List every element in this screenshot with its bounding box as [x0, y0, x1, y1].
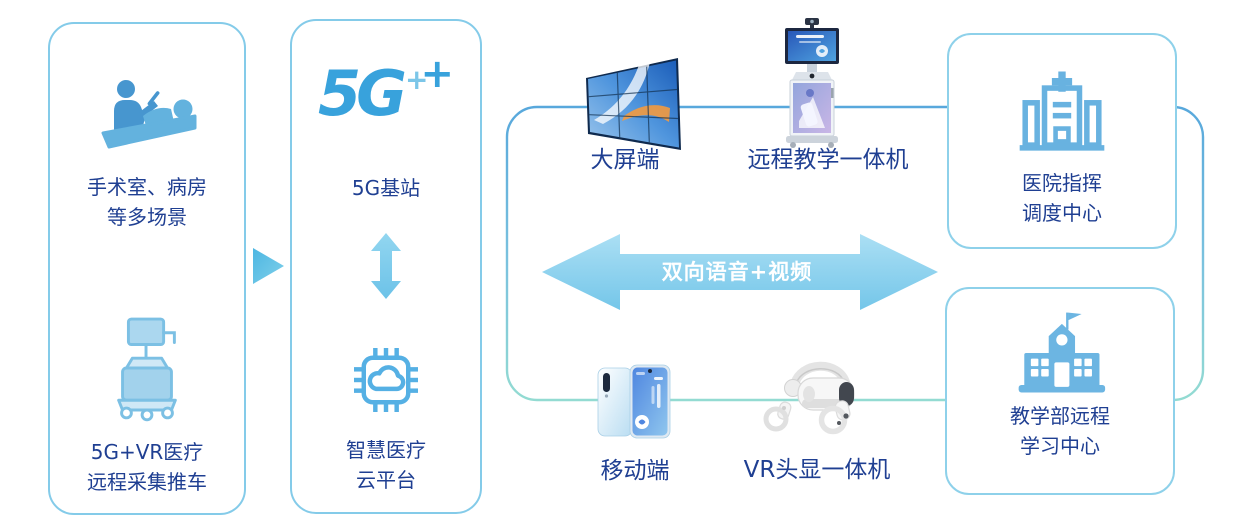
school-label-line1: 教学部远程	[1010, 404, 1110, 428]
hospital-building-icon	[1019, 71, 1105, 151]
scenario-bottom-label-line1: 5G+VR医疗	[90, 440, 204, 464]
hospital-box: 医院指挥 调度中心	[947, 33, 1177, 249]
school-box: 教学部远程 学习中心	[945, 287, 1175, 495]
kiosk-label: 远程教学一体机	[747, 147, 909, 173]
school-label: 教学部远程 学习中心	[947, 401, 1173, 461]
surgery-patient-icon	[101, 80, 197, 149]
vertical-double-arrow-icon	[371, 233, 401, 299]
teaching-kiosk-image	[785, 18, 839, 148]
scenario-top-label: 手术室、病房 等多场景	[50, 172, 244, 232]
station-label: 5G基站	[351, 176, 421, 200]
school-label-line2: 学习中心	[1020, 434, 1100, 458]
scenario-top-label-line1: 手术室、病房	[87, 175, 207, 199]
5g-logo-plus-icon: +	[405, 63, 429, 96]
scenario-bottom-label: 5G+VR医疗 远程采集推车	[50, 437, 244, 497]
mobile-label: 移动端	[600, 458, 670, 484]
scenario-top-label-line2: 等多场景	[107, 205, 187, 229]
hub-frame	[505, 105, 1205, 402]
school-building-icon	[1018, 312, 1106, 393]
horizontal-double-arrow-icon	[542, 234, 938, 310]
smartphone-image	[597, 364, 671, 439]
cloud-platform-label: 智慧医疗 云平台	[292, 435, 480, 495]
cloud-chip-icon	[354, 348, 418, 412]
5g-logo: 5G++	[292, 51, 480, 130]
arrow-label: 双向语音+视频	[661, 260, 813, 284]
right-triangle-arrow-icon	[253, 248, 284, 284]
5g-logo-plus-icon: +	[420, 51, 454, 97]
scenario-box: 手术室、病房 等多场景 5G+VR医疗 远程采集推车	[48, 22, 246, 515]
video-wall-image	[586, 58, 681, 150]
medical-cart-icon	[117, 317, 177, 422]
vr-label: VR头显一体机	[743, 457, 891, 483]
hospital-label-line2: 调度中心	[1022, 201, 1102, 225]
big-screen-label: 大屏端	[590, 147, 660, 173]
vr-headset-image	[763, 361, 855, 435]
cloud-platform-label-line1: 智慧医疗	[346, 438, 426, 462]
network-box: 5G++ 5G基站 智慧医疗 云平台	[290, 19, 482, 514]
5g-logo-text: 5G	[317, 57, 407, 130]
scenario-bottom-label-line2: 远程采集推车	[87, 470, 207, 494]
cloud-platform-label-line2: 云平台	[356, 468, 416, 492]
hospital-label: 医院指挥 调度中心	[949, 168, 1175, 228]
hospital-label-line1: 医院指挥	[1022, 171, 1102, 195]
